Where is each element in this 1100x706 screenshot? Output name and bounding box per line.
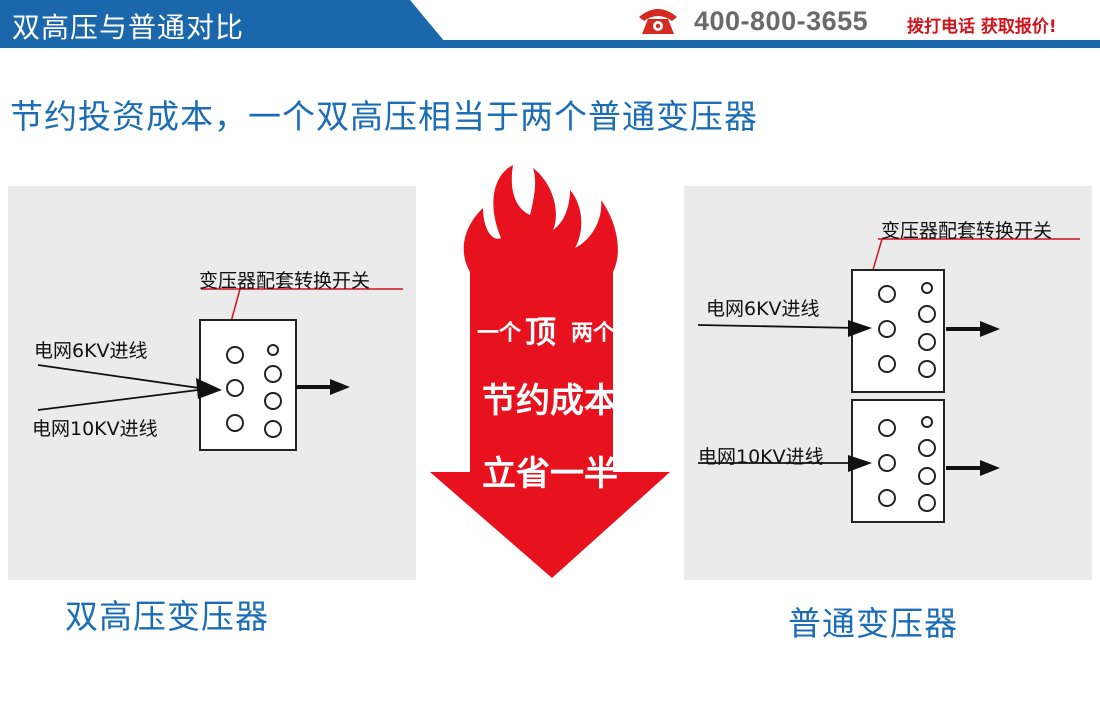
arrow-text-line2: 节约成本 — [482, 381, 618, 421]
headline: 节约投资成本，一个双高压相当于两个普通变压器 — [10, 97, 758, 136]
header-underline — [0, 40, 1100, 48]
switch-label: 变压器配套转换开关 — [199, 270, 371, 292]
title-tab — [0, 0, 450, 48]
input-6kv-label: 电网6KV进线 — [34, 340, 148, 362]
page-title: 双高压与普通对比 — [12, 11, 245, 44]
arrow-text-a: 一个 — [477, 321, 522, 346]
arrow-text-c: 两个 — [571, 321, 616, 346]
arrow-text-b: 顶 — [525, 315, 556, 351]
dual-voltage-diagram — [37, 288, 403, 451]
input-10kv-label: 电网10KV进线 — [32, 418, 158, 440]
flame-arrow-shape — [430, 165, 670, 578]
standard-transformer-panel: 变压器配套转换开关 电网6KV进线 电网10KV进线 — [684, 186, 1092, 580]
phone-number[interactable]: 400-800-3655 — [694, 6, 869, 36]
standard-transformer-diagram — [697, 238, 1080, 523]
call-to-action[interactable]: 拨打电话 获取报价! — [907, 17, 1057, 37]
switch-box-top — [851, 269, 945, 393]
standard-transformer-caption: 普通变压器 — [788, 604, 958, 643]
input-6kv-label: 电网6KV进线 — [706, 298, 820, 320]
phone-icon — [639, 9, 677, 34]
arrow-text-line3: 立省一半 — [482, 454, 618, 494]
dual-voltage-panel: 变压器配套转换开关 电网6KV进线 电网10KV进线 — [8, 186, 416, 580]
switch-label: 变压器配套转换开关 — [881, 220, 1053, 242]
savings-arrow: 一个 顶 两个 节约成本 立省一半 — [430, 165, 670, 578]
dual-voltage-caption: 双高压变压器 — [65, 597, 269, 636]
input-10kv-label: 电网10KV进线 — [698, 446, 824, 468]
